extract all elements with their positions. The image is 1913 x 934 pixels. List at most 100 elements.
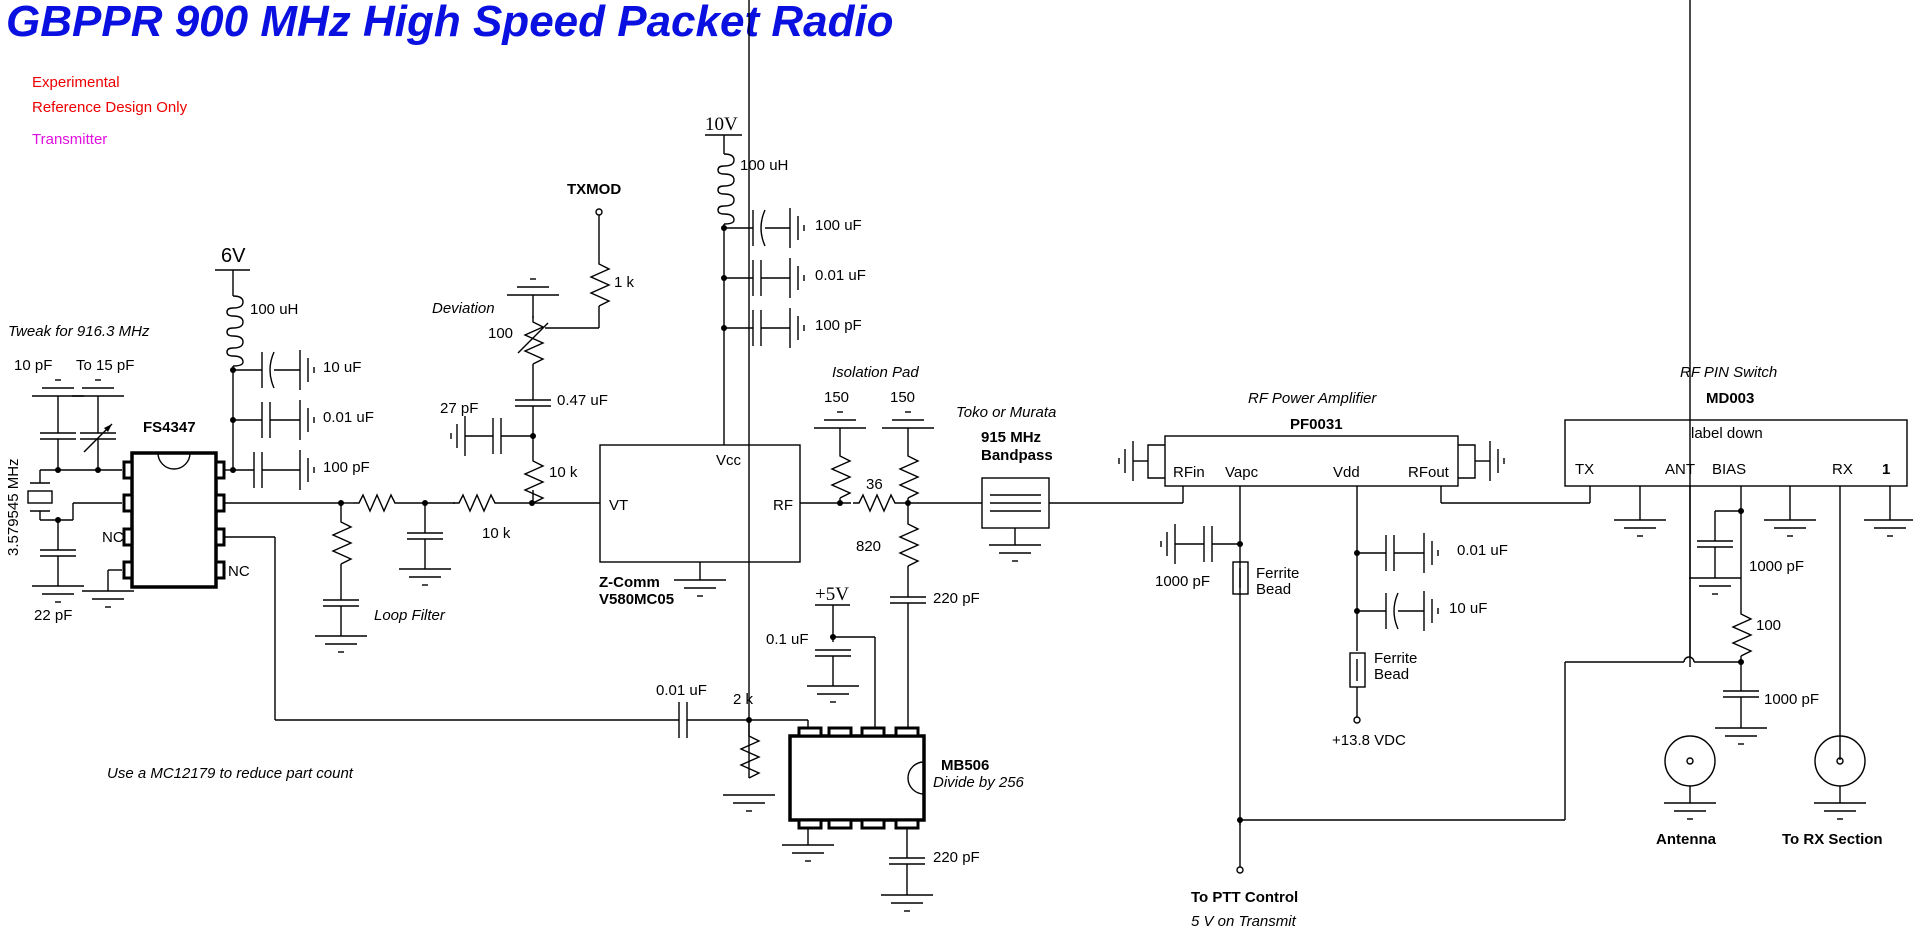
res-10k-mod-label: 10 k [549, 464, 578, 481]
note-reference: Reference Design Only [32, 99, 188, 116]
cap-trimmer-label: To 15 pF [76, 357, 134, 374]
crystal-icon [27, 490, 53, 504]
ground-icon [1613, 519, 1667, 537]
ground-icon [880, 894, 934, 912]
ground-icon [813, 411, 867, 429]
ground-icon [31, 379, 85, 397]
note-experimental: Experimental [32, 74, 120, 91]
pa-pin-rfin: RFin [1173, 464, 1205, 481]
res-1k-label: 1 k [614, 274, 635, 291]
switch-label-down: label down [1691, 425, 1763, 442]
ic-mb506 [788, 726, 926, 830]
page-title: GBPPR 900 MHz High Speed Packet Radio [6, 0, 894, 46]
cap-220pf-lower-label: 220 pF [933, 849, 980, 866]
vdc-label: +13.8 VDC [1332, 732, 1406, 749]
res-loop-10k-label: 10 k [482, 525, 511, 542]
isolation-pad-label: Isolation Pad [832, 364, 919, 381]
rail-6v-label: 6V [221, 245, 246, 267]
ground-icon [81, 590, 135, 608]
switch-part-label: MD003 [1706, 390, 1754, 407]
ground-icon [1863, 519, 1913, 537]
inductor-icon [717, 153, 735, 225]
bead1-line2: Bead [1256, 581, 1291, 598]
cap-10v-1-label: 0.01 uF [815, 267, 866, 284]
cap-10uf-vdd-label: 10 uF [1449, 600, 1487, 617]
nc-label-left: NC [102, 529, 124, 546]
tweak-note: Tweak for 916.3 MHz [8, 323, 150, 340]
vco-maker-label: Z-Comm [599, 574, 660, 591]
vco-pin-vcc: Vcc [716, 452, 742, 469]
rx-connector-icon[interactable] [1813, 735, 1867, 820]
potentiometer-icon [524, 315, 544, 365]
nc-label-right: NC [228, 563, 250, 580]
res-150-b-label: 150 [890, 389, 915, 406]
filter-maker-label: Toko or Murata [956, 404, 1056, 421]
res-2k-label: 2 k [733, 691, 754, 708]
res-150-a-label: 150 [824, 389, 849, 406]
antenna-label: Antenna [1656, 831, 1717, 848]
ground-icon [1763, 519, 1817, 537]
res-36-label: 36 [866, 476, 883, 493]
cap-1000pf-bias-a-label: 1000 pF [1749, 558, 1804, 575]
ic-mb506-desc: Divide by 256 [933, 774, 1025, 791]
rx-section-label: To RX Section [1782, 831, 1883, 848]
pa-pin-vapc: Vapc [1225, 464, 1259, 481]
res-820-label: 820 [856, 538, 881, 555]
antenna-connector-icon[interactable] [1663, 735, 1717, 820]
filter-line1-label: 915 MHz [981, 429, 1041, 446]
rail-5v-label: +5V [815, 584, 849, 605]
ground-icon [450, 415, 466, 457]
cap-1000pf-bias-b-label: 1000 pF [1764, 691, 1819, 708]
cap-220pf-upper-label: 220 pF [933, 590, 980, 607]
txmod-terminal-icon[interactable] [595, 208, 603, 216]
cap-6v-1-label: 0.01 uF [323, 409, 374, 426]
ground-icon [722, 794, 776, 812]
ground-icon [1423, 590, 1439, 632]
rail-10v-label: 10V [705, 114, 738, 135]
inductor-10v-label: 100 uH [740, 157, 788, 174]
switch-pin-tx: TX [1575, 461, 1594, 478]
vco-part-label: V580MC05 [599, 591, 674, 608]
switch-pin-ant: ANT [1665, 461, 1695, 478]
cap-6v-0-label: 10 uF [323, 359, 361, 376]
bead1-line1: Ferrite [1256, 565, 1299, 582]
ground-icon [789, 207, 805, 249]
ptt-label: To PTT Control [1191, 889, 1298, 906]
loop-filter-label: Loop Filter [374, 607, 446, 624]
ground-icon [1714, 727, 1768, 745]
ground-icon [1160, 523, 1176, 565]
vco-pin-rf: RF [773, 497, 793, 514]
ground-icon [299, 399, 315, 441]
cap-001uf-vdd-label: 0.01 uF [1457, 542, 1508, 559]
ground-icon [1688, 577, 1742, 595]
ground-icon [806, 685, 860, 703]
ground-icon [1423, 532, 1439, 574]
pa-module [1164, 435, 1459, 487]
ground-icon [881, 411, 935, 429]
cap-27pf-label: 27 pF [440, 400, 478, 417]
inductor-icon [226, 295, 244, 367]
ground-icon [781, 844, 835, 862]
filter-line2-label: Bandpass [981, 447, 1053, 464]
vdc-terminal-icon[interactable] [1353, 716, 1361, 724]
cap-6v-2-label: 100 pF [323, 459, 370, 476]
ic-mb506-label: MB506 [941, 757, 989, 774]
pa-pin-vdd: Vdd [1333, 464, 1360, 481]
ground-icon [71, 379, 125, 397]
ground-icon [299, 449, 315, 491]
cap-01uf-label: 0.1 uF [766, 631, 809, 648]
cap-1000pf-vapc-label: 1000 pF [1155, 573, 1210, 590]
vco-module [599, 444, 801, 563]
pot-100-label: 100 [488, 325, 513, 342]
pa-part-label: PF0031 [1290, 416, 1343, 433]
pa-desc-label: RF Power Amplifier [1248, 390, 1377, 407]
ferrite-bead-icon [1232, 561, 1249, 595]
switch-pin-rx: RX [1832, 461, 1853, 478]
bead2-line1: Ferrite [1374, 650, 1417, 667]
cap-001uf-feedback-label: 0.01 uF [656, 682, 707, 699]
ptt-terminal-icon[interactable] [1236, 866, 1244, 874]
pa-pin-rfout: RFout [1408, 464, 1450, 481]
switch-pin-1: 1 [1882, 461, 1890, 478]
deviation-label: Deviation [432, 300, 495, 317]
